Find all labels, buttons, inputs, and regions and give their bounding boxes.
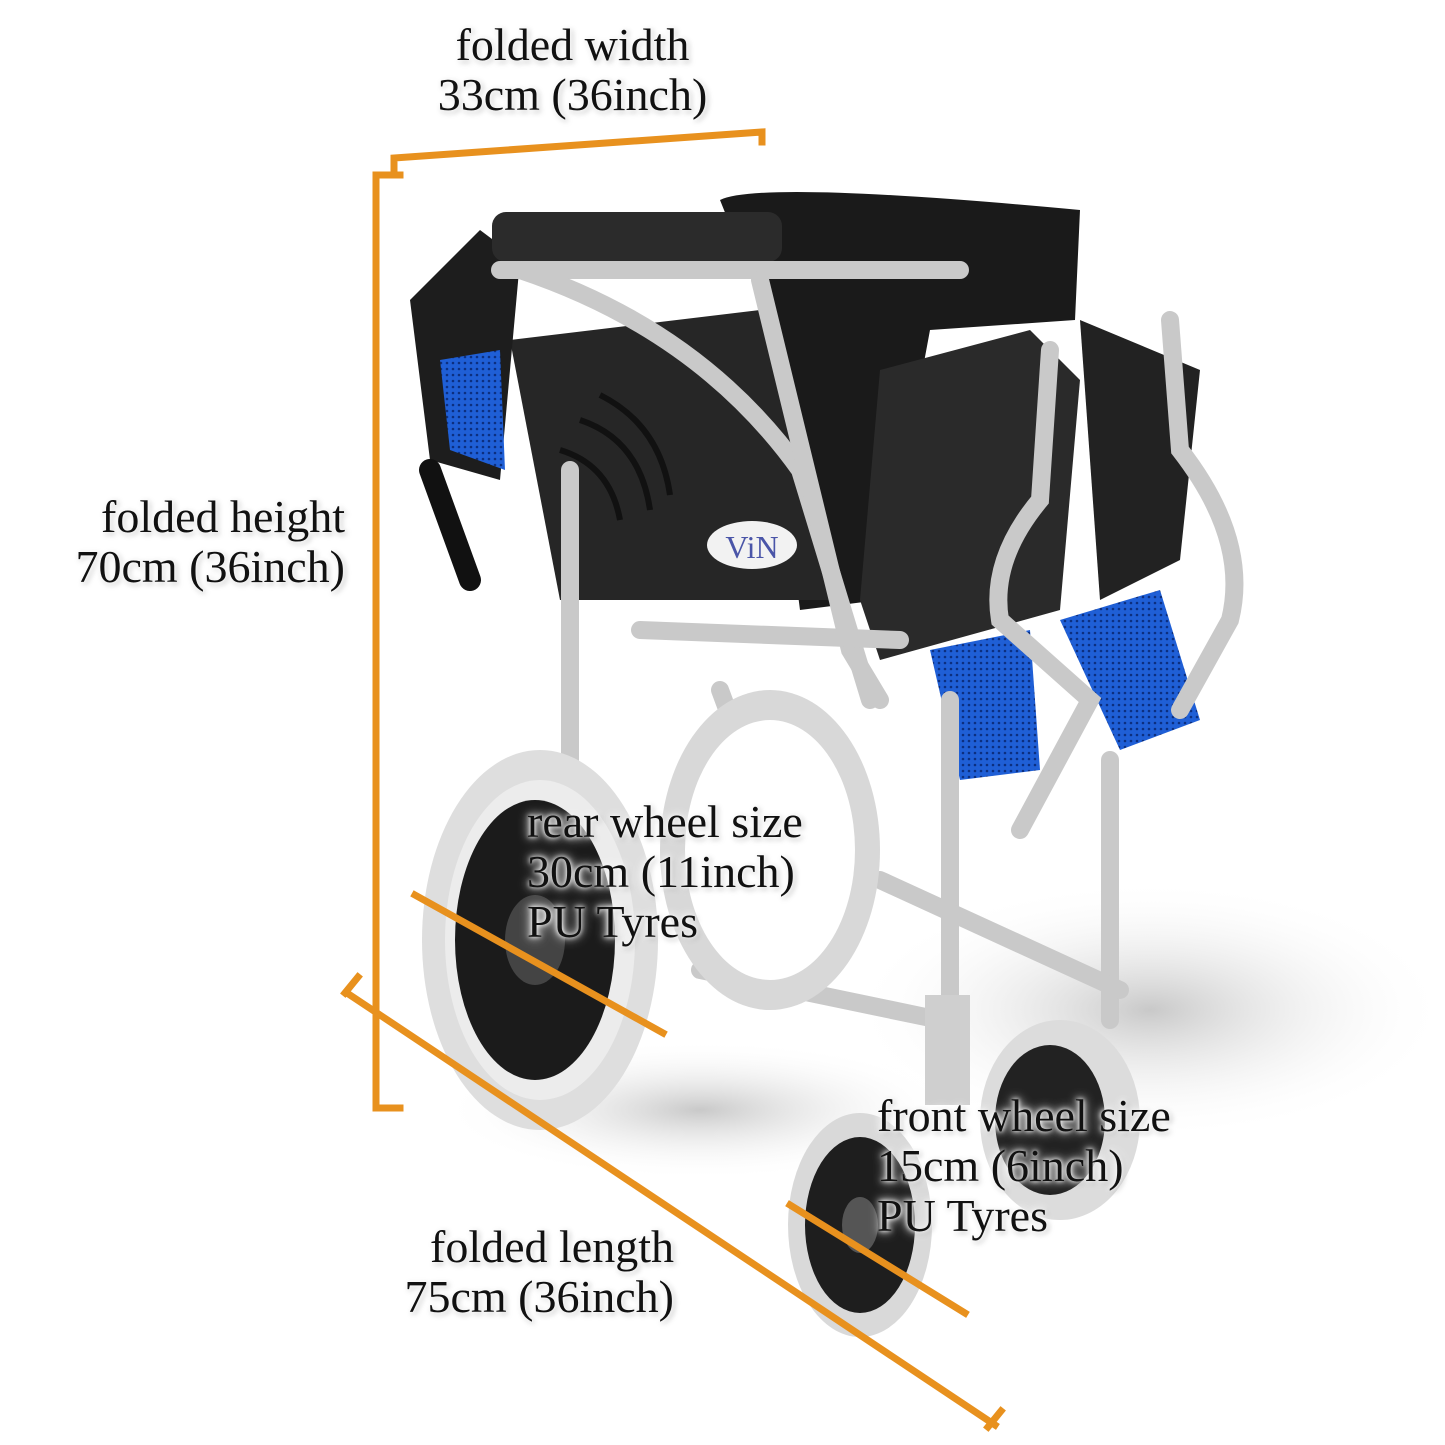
mesh-fabric (440, 350, 505, 470)
side-guard-vents (559, 392, 673, 521)
front-wheel-label: front wheel size 15cm (6inch) PU Tyres (877, 1091, 1171, 1241)
rear-wheel-title: rear wheel size (527, 796, 803, 847)
folded-height-value: 70cm (36inch) (75, 541, 345, 592)
rear-wheel (422, 750, 658, 1130)
front-wheel-type: PU Tyres (877, 1190, 1048, 1241)
front-wheel-dimension-line (785, 1200, 970, 1318)
folded-length-value: 75cm (36inch) (404, 1271, 674, 1322)
rear-wheel-dimension-line (410, 890, 668, 1038)
width-dimension-line (390, 128, 766, 176)
length-dimension-tick (340, 972, 363, 998)
rear-wheel-value: 30cm (11inch) (527, 846, 795, 897)
footrest-plate (860, 330, 1080, 660)
brand-logo: ViN (725, 529, 778, 565)
push-handle (419, 459, 481, 591)
rear-wheel-label: rear wheel size 30cm (11inch) PU Tyres (527, 797, 803, 947)
mesh-fabric (1060, 590, 1200, 750)
folded-height-title: folded height (101, 491, 345, 542)
caster-fork (925, 995, 970, 1105)
rear-wheel-type: PU Tyres (527, 896, 698, 947)
length-dimension-tick (983, 1406, 1006, 1432)
folded-height-label: folded height 70cm (36inch) (20, 492, 345, 592)
brand-logo-badge (707, 521, 797, 569)
folded-width-label: folded width 33cm (36inch) (400, 20, 745, 120)
folded-length-label: folded length 75cm (36inch) (340, 1222, 674, 1322)
length-dimension-line (345, 990, 1000, 1430)
folded-length-title: folded length (430, 1221, 674, 1272)
front-wheel-title: front wheel size (877, 1090, 1171, 1141)
armrest-pad (492, 212, 782, 262)
height-dimension-line (372, 171, 404, 1112)
folded-width-title: folded width (455, 19, 690, 70)
front-wheel-back (980, 1020, 1140, 1220)
folded-width-value: 33cm (36inch) (437, 69, 708, 120)
front-wheel-value: 15cm (6inch) (877, 1140, 1124, 1191)
rear-inner-wheel (660, 690, 880, 1010)
